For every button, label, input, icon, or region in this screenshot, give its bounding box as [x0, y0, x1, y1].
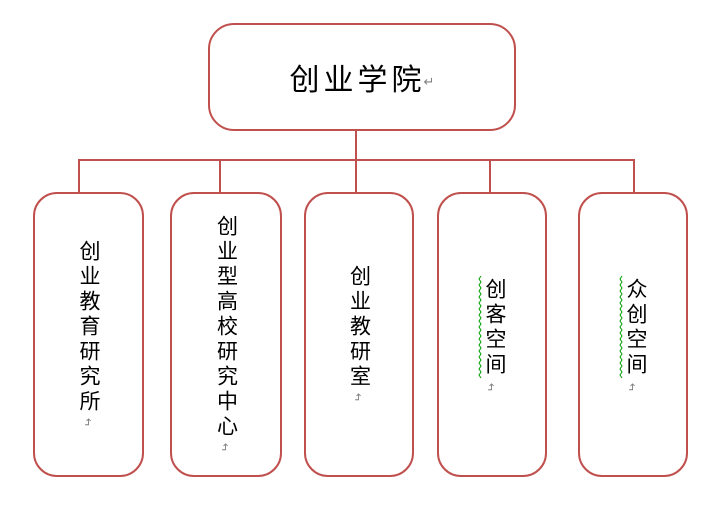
child-node-1-content: 创业教育研究所 ↵: [77, 240, 102, 429]
child-node-5-content: 众创空间 ↵: [619, 275, 649, 394]
spellcheck-squiggle-icon: [478, 275, 482, 378]
child-node-4-content: 创客空间 ↵: [478, 275, 508, 394]
child-node-2[interactable]: 创业型高校研究中心 ↵: [170, 192, 282, 477]
connector-root-stem: [355, 130, 357, 160]
connector-drop-5: [633, 160, 635, 193]
connector-drop-2: [219, 160, 221, 193]
child-node-2-label: 创业型高校研究中心: [214, 215, 239, 440]
paragraph-return-icon: ↵: [626, 382, 640, 392]
root-node-label: 创业学院: [289, 63, 426, 98]
child-node-4-label: 创客空间: [483, 277, 508, 378]
child-node-3[interactable]: 创业教研室 ↵: [304, 192, 414, 477]
connector-drop-4: [489, 160, 491, 193]
connector-drop-1: [78, 160, 80, 193]
child-node-5-label: 众创空间: [624, 277, 649, 378]
connector-drop-3: [355, 160, 357, 193]
child-node-4[interactable]: 创客空间 ↵: [437, 192, 547, 477]
child-node-5[interactable]: 众创空间 ↵: [578, 192, 688, 477]
child-node-3-label: 创业教研室: [347, 265, 372, 390]
spellcheck-squiggle-icon: [619, 275, 623, 378]
paragraph-return-icon: ↵: [82, 417, 95, 428]
child-node-1-label: 创业教育研究所: [77, 240, 102, 415]
child-node-1[interactable]: 创业教育研究所 ↵: [33, 192, 144, 477]
paragraph-return-icon: ↵: [219, 442, 233, 453]
root-node[interactable]: 创业学院 ↵: [208, 23, 516, 131]
paragraph-return-icon: ↵: [485, 382, 499, 392]
child-node-2-content: 创业型高校研究中心 ↵: [214, 215, 239, 454]
paragraph-return-icon: ↵: [352, 392, 366, 403]
paragraph-return-icon: ↵: [423, 74, 435, 90]
child-node-3-content: 创业教研室 ↵: [347, 265, 372, 404]
